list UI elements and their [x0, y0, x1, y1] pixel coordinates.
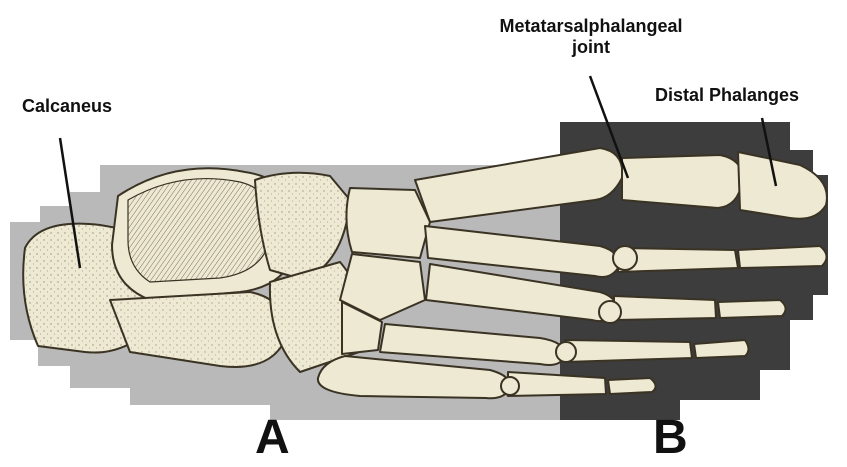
- region-b-label: B: [653, 414, 688, 462]
- mtp-label-line1: Metatarsalphalangeal: [466, 16, 716, 37]
- region-a-label: A: [255, 414, 290, 462]
- calcaneus-label: Calcaneus: [22, 96, 112, 117]
- mtp-label-line2: joint: [466, 37, 716, 58]
- distal-phalanges-label: Distal Phalanges: [655, 85, 799, 106]
- metatarsalphalangeal-joint-label: Metatarsalphalangeal joint: [466, 16, 716, 57]
